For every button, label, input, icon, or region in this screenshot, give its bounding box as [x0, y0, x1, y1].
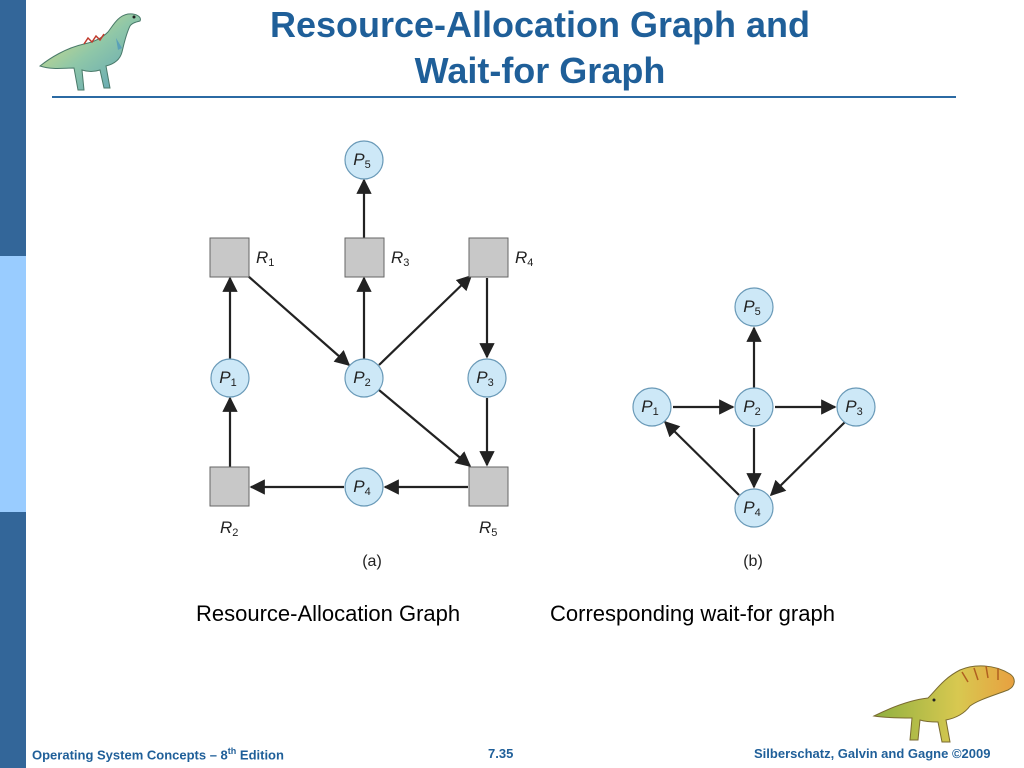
wfg-p2-node: [734, 387, 774, 427]
resource-r3-box: [344, 237, 385, 278]
slide-title-line2: Wait-for Graph: [414, 50, 666, 91]
wfg-p1-label: P1: [641, 397, 658, 418]
process-p1-node: [210, 358, 250, 398]
footer-page-number: 7.35: [488, 746, 514, 761]
dinosaur-logo-icon: [38, 13, 141, 91]
sidebar-stripe: [0, 0, 26, 768]
process-p4-node: [344, 467, 384, 507]
resource-r2-label: R2: [220, 518, 238, 539]
diagram-a-sublabel: (a): [362, 553, 382, 570]
slide-title-line1: Resource-Allocation Graph and: [269, 4, 811, 45]
footer-copyright: Silberschatz, Galvin and Gagne ©2009: [754, 746, 991, 761]
edge-p4-p1: [663, 420, 740, 496]
diagram-a-resources: [209, 237, 509, 507]
wfg-p5-label: P5: [743, 297, 760, 318]
process-p2-node: [344, 358, 384, 398]
edge-p2-r5: [378, 389, 472, 467]
diagram-a-process-labels: P5 P1 P2 P3 P4: [219, 150, 493, 498]
wfg-p2-label: P2: [743, 397, 760, 418]
edge-r1-p2: [247, 275, 351, 367]
process-p2-label: P2: [353, 368, 370, 389]
resource-r4-label: R4: [515, 248, 533, 269]
wfg-p3-node: [836, 387, 876, 427]
resource-r3-label: R3: [391, 248, 409, 269]
diagram-b-processes: [632, 287, 876, 528]
wfg-p3-label: P3: [845, 397, 862, 418]
edge-p2-r4: [378, 274, 473, 366]
diagram-b-process-labels: P5 P1 P2 P3 P4: [641, 297, 862, 519]
dinosaur-logo-bottom-icon: [872, 665, 1015, 743]
diagram-a-edges: [222, 178, 495, 495]
sidebar-segment-middle: [0, 256, 26, 512]
diagram-b-edges: [663, 326, 846, 497]
wfg-p5-node: [734, 287, 774, 327]
resource-r4-box: [468, 237, 509, 278]
sidebar-segment-top: [0, 0, 26, 256]
resource-r5-box: [468, 466, 509, 507]
resource-r5-label: R5: [479, 518, 497, 539]
diagram-b-sublabel: (b): [743, 553, 763, 570]
process-p4-label: P4: [353, 477, 370, 498]
wfg-p4-node: [734, 488, 774, 528]
process-p3-label: P3: [476, 368, 493, 389]
title-underline: [52, 96, 956, 98]
sidebar-segment-bottom: [0, 512, 26, 768]
process-p5-label: P5: [353, 150, 370, 171]
diagram-a-processes: [210, 140, 507, 507]
edge-p3-p4: [769, 421, 846, 497]
process-p1-label: P1: [219, 368, 236, 389]
footer-course-title: Operating System Concepts – 8th Edition: [32, 746, 284, 763]
caption-wait-for: Corresponding wait-for graph: [550, 601, 835, 626]
process-p5-node: [344, 140, 384, 180]
caption-resource-allocation: Resource-Allocation Graph: [196, 601, 461, 626]
wfg-p4-label: P4: [743, 498, 760, 519]
resource-r1-label: R1: [256, 248, 274, 269]
diagram-a-resource-labels: R1 R3 R4 R2 R5: [220, 248, 533, 539]
process-p3-node: [467, 358, 507, 398]
resource-r2-box: [209, 466, 250, 507]
wfg-p1-node: [632, 387, 672, 427]
resource-r1-box: [209, 237, 250, 278]
